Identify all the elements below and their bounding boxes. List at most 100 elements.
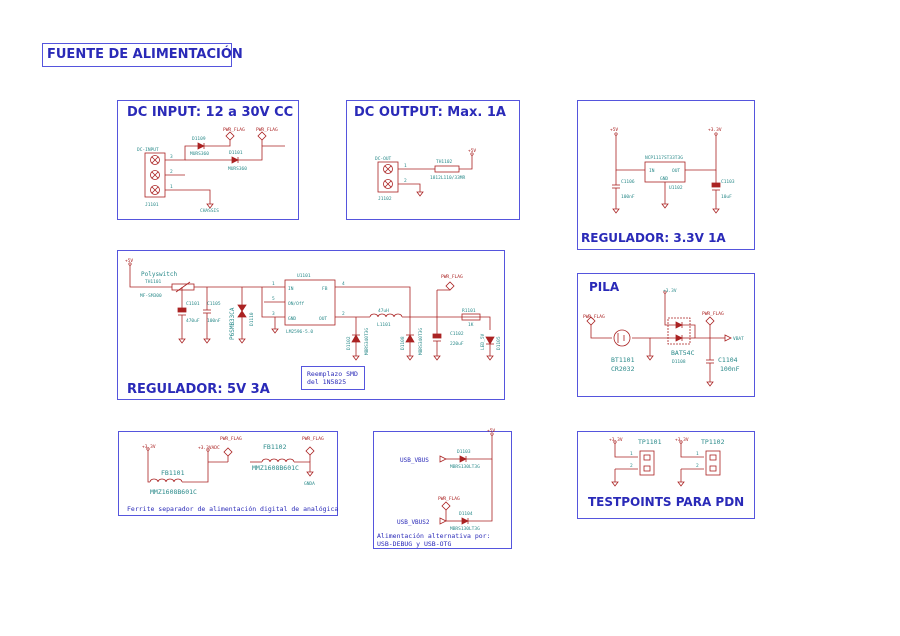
pila-frame [577, 273, 755, 397]
usb-vbus2-label: USB_VBUS2 [397, 519, 430, 526]
u1101-pin2: 2 [342, 311, 345, 317]
testpoints-title: TESTPOINTS PARA PDN [588, 495, 745, 509]
th1101-ref: TH1101 [145, 279, 162, 285]
c1104-ref: C1104 [718, 356, 738, 364]
pila-flag2: PWR_FLAG [702, 311, 724, 317]
reg33-pin-in: IN [649, 168, 655, 174]
dc-output-connector-label: DC-OUT [375, 156, 392, 162]
dc-input-pin-1: 1 [170, 184, 173, 190]
u1101-pin3: 3 [272, 311, 275, 317]
sheet-title-frame [42, 43, 232, 67]
usb-rail: +5V [487, 428, 495, 434]
reg33-ic-value: NCP1117ST33T3G [645, 155, 683, 161]
usb-flag: PWR_FLAG [438, 496, 460, 502]
usb-note-line2: USB-DEBUG y USB-OTG [377, 540, 452, 548]
d1103-value: MBRS130LT3G [450, 464, 480, 470]
d1103-ref: D1103 [457, 449, 471, 455]
d1102-value: MBRS340T3G [364, 328, 370, 355]
dc-input-connector-label: DC-INPUT [137, 147, 159, 153]
reg5-title: REGULADOR: 5V 3A [127, 382, 270, 397]
c1104-value: 100nF [720, 365, 740, 373]
sheet-title: FUENTE DE ALIMENTACIÓN [47, 47, 243, 62]
reg5-frame [117, 250, 505, 400]
testpoints-circuit [614, 448, 721, 478]
d1109-ref: D1109 [192, 136, 206, 142]
u1101-pin-in: IN [288, 286, 294, 292]
fb1102-ref: FB1102 [263, 443, 287, 451]
bt1101-value: CR2032 [611, 365, 635, 373]
dc-input-chassis: CHASSIS [200, 208, 219, 214]
ferrite-rail-b: +3.3VADC [198, 445, 220, 451]
tp2-pin2: 2 [696, 463, 699, 469]
c1102-value: 220uF [450, 341, 464, 347]
d1108-ref: D1108 [400, 336, 406, 350]
th1102-value: 1812L110/33MR [430, 175, 466, 181]
th1102-ref: TH1102 [436, 159, 453, 165]
ferrite-circuit [147, 455, 311, 483]
u1101-pin-out: OUT [319, 316, 327, 322]
reg33-rail-in: +5V [610, 127, 618, 133]
d1104-ref: D1104 [459, 511, 473, 517]
testpoints-frame [577, 431, 755, 519]
dc-input-circuit [144, 140, 285, 200]
pila-rail: +3.3V [663, 288, 677, 294]
reg5-flag: PWR_FLAG [441, 274, 463, 280]
dc-output-circuit [377, 160, 473, 193]
u1101-pin-gnd: GND [288, 316, 296, 322]
tp1-rail: +3.3V [609, 437, 623, 443]
c1105-ref: C1105 [207, 301, 221, 307]
ferrite-flag1: PWR_FLAG [220, 436, 242, 442]
dc-input-connector-ref: J1101 [145, 202, 159, 208]
u1101-value: LM2596-5.0 [286, 329, 313, 335]
usb-note-line1: Alimentación alternativa por: [377, 532, 491, 540]
reg33-ic-ref: U1102 [669, 185, 683, 191]
u1101-pin-fb: FB [322, 286, 328, 292]
c1106-ref: C1106 [621, 179, 635, 185]
ferrite-note: Ferrite separador de alimentación digita… [127, 505, 339, 513]
reg33-circuit [612, 140, 721, 205]
u1101-pin4: 4 [342, 281, 345, 287]
reg5-rail: +5V [125, 258, 133, 264]
dc-input-title: DC INPUT: 12 a 30V CC [127, 105, 294, 120]
dc-output-rail: +5V [468, 148, 476, 154]
d1101-value: MURS360 [228, 166, 247, 172]
dc-output-pin-1: 1 [404, 163, 407, 169]
d1109-value: MURS360 [190, 151, 209, 157]
tvs-value: P6SMB33CA [229, 307, 236, 340]
tp2-rail: +3.3V [675, 437, 689, 443]
pila-flag1: PWR_FLAG [583, 314, 605, 320]
reg33-rail-out: +3.3V [708, 127, 722, 133]
reg5-note-line1: Reemplazo SMD [307, 370, 358, 378]
led-ref: D1105 [496, 336, 502, 350]
l1101-ref: L1101 [377, 322, 391, 328]
r1101-ref: R1101 [462, 308, 476, 314]
fb1102-value: MMZ1608B601C [252, 464, 299, 472]
reg33-frame [577, 100, 755, 250]
dc-output-title: DC OUTPUT: Max. 1A [354, 105, 506, 120]
tp1-pin1: 1 [630, 451, 633, 457]
tp1102-ref: TP1102 [701, 438, 725, 446]
tvs-ref: D1110 [249, 312, 255, 326]
ferrite-flag2: PWR_FLAG [302, 436, 324, 442]
tp2-pin1: 1 [696, 451, 699, 457]
dc-input-pin-3: 3 [170, 154, 173, 160]
ferrite-rail-a: +3.3V [142, 444, 156, 450]
d1102-ref: D1102 [346, 336, 352, 350]
reg5-circuit [129, 270, 495, 352]
pila-circuit [590, 298, 732, 378]
usb-frame [373, 431, 512, 549]
u1101-pin5: 5 [272, 296, 275, 302]
dc-output-frame [346, 100, 520, 220]
c1102-ref: C1102 [450, 331, 464, 337]
reg33-pin-gnd: GND [660, 176, 668, 182]
usb-vbus-label: USB_VBUS [400, 457, 429, 464]
bt1101-ref: BT1101 [611, 356, 635, 364]
d1108-value: MBRS340T3G [418, 328, 424, 355]
pila-title: PILA [589, 280, 620, 294]
c1101-value: 470uF [186, 318, 200, 324]
u1101-pin-onoff: ON/Off [288, 301, 305, 307]
c1101-ref: C1101 [186, 301, 200, 307]
c1105-value: 100nF [207, 318, 221, 324]
d1104-value: MBRS130LT3G [450, 526, 480, 532]
